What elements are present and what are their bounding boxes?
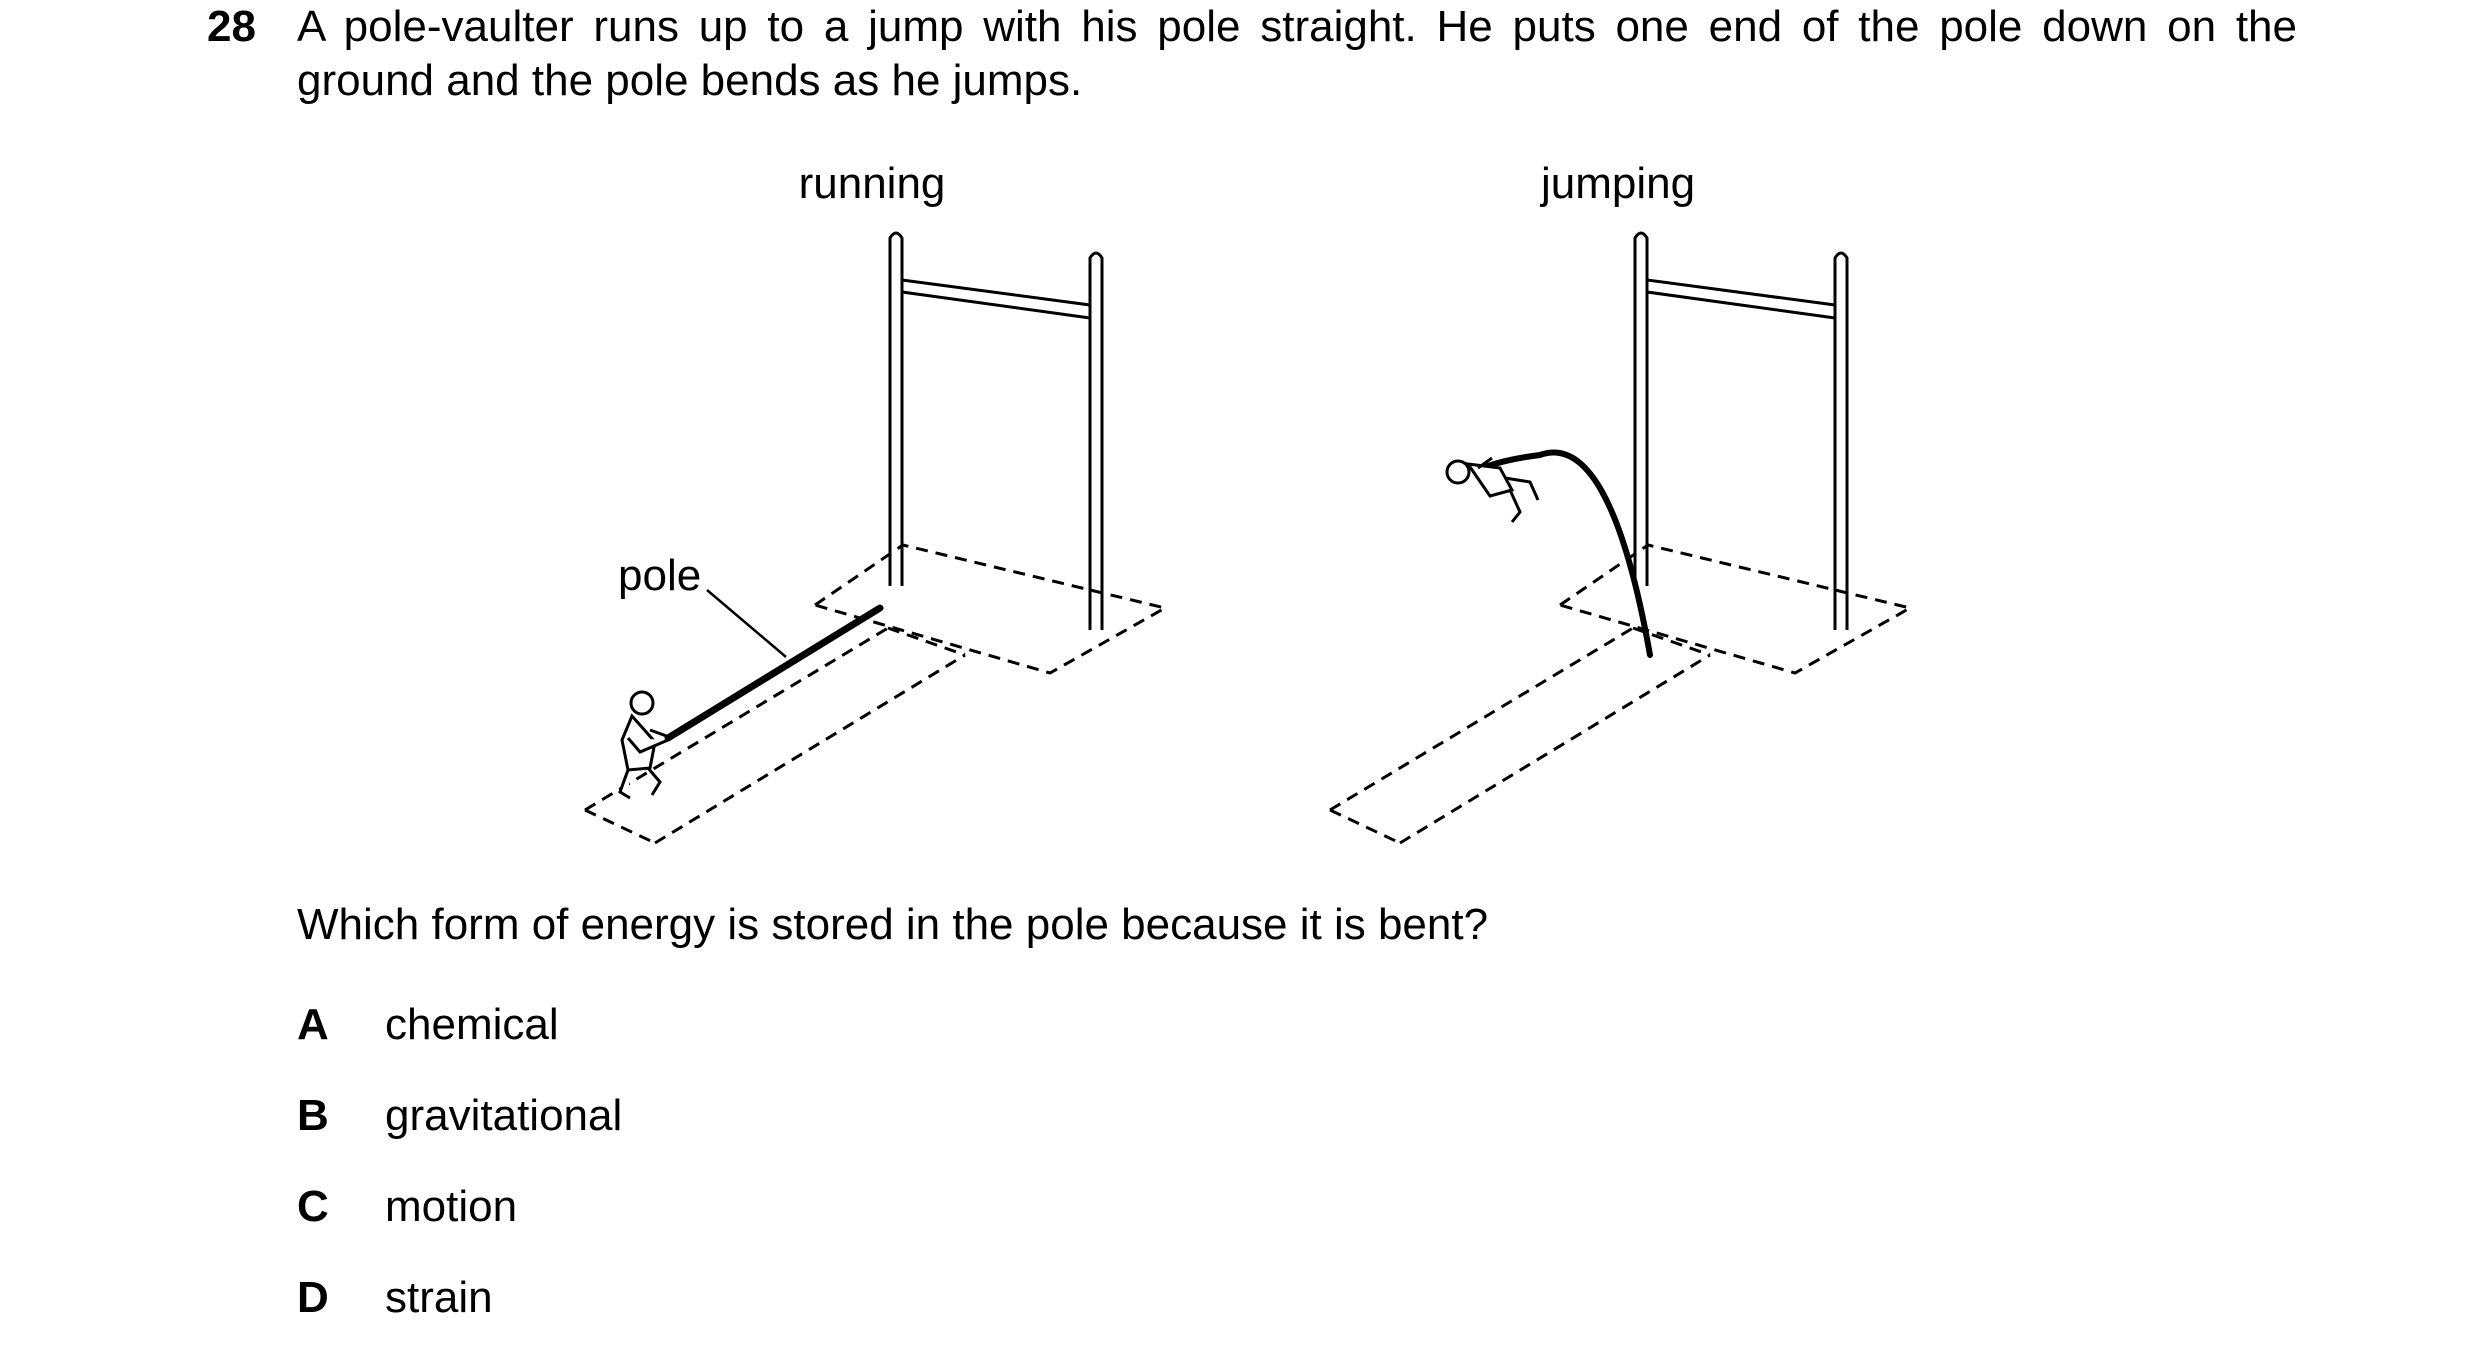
pole-label-leader	[706, 589, 787, 658]
question-stem: A pole-vaulter runs up to a jump with hi…	[297, 0, 2297, 108]
option-d-text: strain	[385, 1273, 493, 1322]
option-a-letter: A	[297, 1000, 329, 1049]
question-number: 28	[207, 2, 256, 51]
option-b-letter: B	[297, 1091, 329, 1140]
question-stem-line-1: A pole-vaulter runs up to a jump with hi…	[297, 2, 2297, 51]
question-stem-line-2: ground and the pole bends as he jumps.	[297, 56, 1083, 105]
running-landing-area	[584, 543, 1170, 845]
pole-vault-diagram: running jumping pole	[584, 159, 1915, 845]
question-prompt: Which form of energy is stored in the po…	[297, 900, 1489, 949]
runner-figure	[618, 690, 673, 800]
option-a-text: chemical	[385, 1000, 559, 1049]
running-caption: running	[799, 159, 946, 208]
running-scene	[584, 231, 1170, 845]
option-c-letter: C	[297, 1182, 329, 1231]
option-c-text: motion	[385, 1182, 518, 1231]
pole-label: pole	[618, 551, 701, 600]
jumping-uprights	[1633, 231, 1849, 630]
jumping-caption: jumping	[1539, 159, 1695, 208]
running-uprights	[888, 231, 1104, 630]
option-d-letter: D	[297, 1273, 329, 1322]
option-b-text: gravitational	[385, 1091, 623, 1140]
jumping-landing-area	[1329, 543, 1915, 845]
straight-pole	[664, 604, 884, 742]
jumping-scene	[1329, 231, 1915, 845]
jumper-figure	[1445, 456, 1540, 523]
bent-pole	[1475, 449, 1653, 658]
